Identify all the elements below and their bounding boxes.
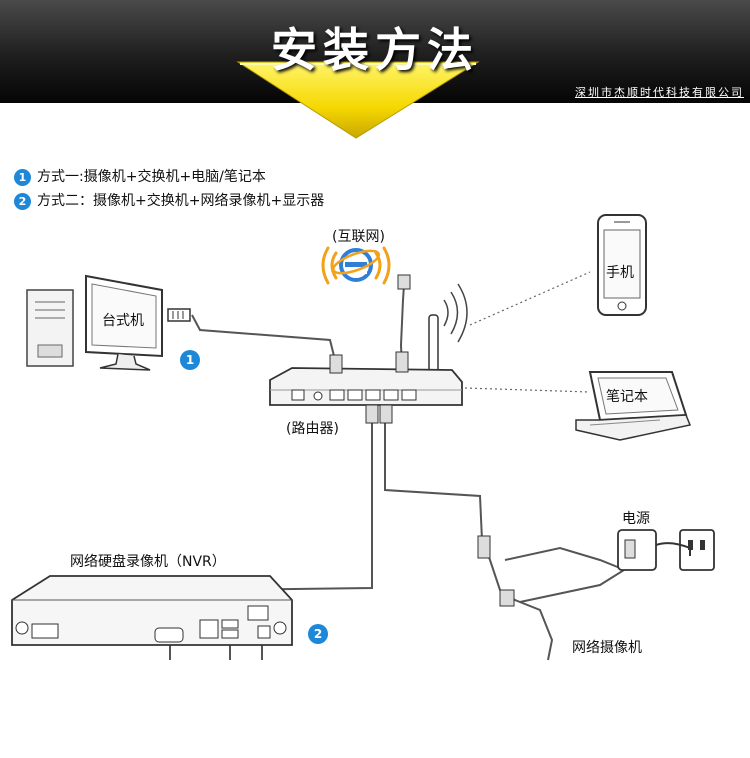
method-one-number: 1 (14, 168, 31, 186)
method-one-badge: 1 (180, 350, 200, 370)
wireless-link-laptop (464, 387, 591, 393)
internet-label: (互联网) (332, 229, 385, 245)
cable-desktop-router (191, 314, 336, 361)
method-two-text: 方式二：摄像机+交换机+网络录像机+显示器 (37, 193, 325, 209)
method-one: 1 方式一:摄像机+交换机+电脑/笔记本 (14, 167, 266, 187)
power-adapter (477, 529, 715, 607)
company-name: 深圳市杰顺时代科技有限公司 (575, 86, 744, 99)
router (269, 274, 468, 424)
banner-title: 安装方法 (271, 23, 479, 77)
cable-power (504, 546, 626, 571)
wireless-links (464, 271, 591, 393)
nvr-label: 网络硬盘录像机（NVR） (70, 554, 226, 570)
desktop-pc (26, 274, 191, 371)
mobile-phone (597, 214, 647, 316)
method-two: 2 方式二：摄像机+交换机+网络录像机+显示器 (14, 191, 324, 211)
wireless-link-phone (469, 271, 591, 326)
nvr-device (11, 575, 293, 646)
method-two-badge: 2 (308, 624, 328, 644)
desktop-label: 台式机 (102, 313, 144, 329)
laptop-label: 笔记本 (606, 389, 648, 405)
phone-label: 手机 (606, 265, 634, 281)
laptop (575, 371, 692, 441)
method-two-number: 2 (14, 192, 31, 210)
internet-explorer-icon (321, 246, 391, 285)
camera-label: 网络摄像机 (572, 640, 642, 656)
router-label: (路由器) (286, 421, 339, 437)
cable-router-camera (384, 420, 554, 661)
power-label: 电源 (622, 511, 650, 527)
method-one-text: 方式一:摄像机+交换机+电脑/笔记本 (37, 169, 266, 185)
